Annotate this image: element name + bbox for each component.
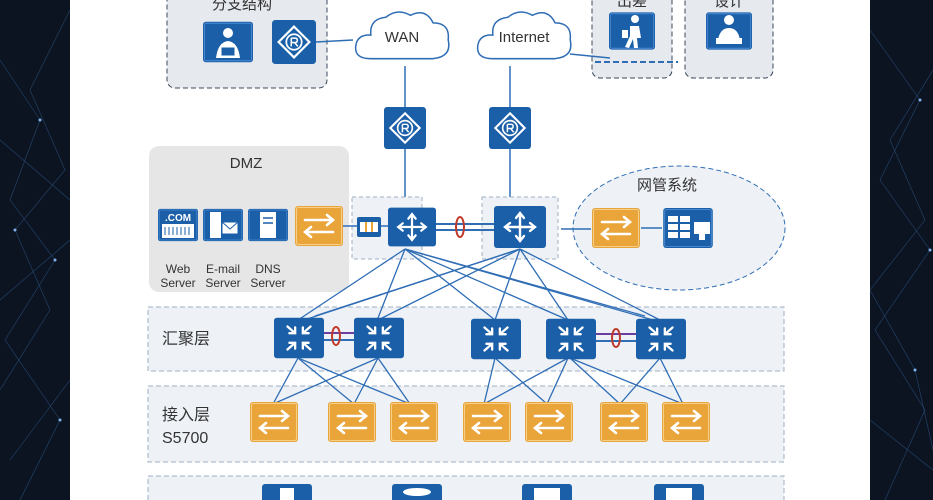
access-layer-label-1: 接入层 (162, 405, 210, 424)
storage-icon (392, 484, 442, 500)
core-switch-right-icon (494, 206, 546, 248)
wan-links (315, 39, 678, 205)
access-switch-7-icon (662, 402, 710, 442)
wan-label: WAN (385, 29, 419, 46)
network-topology-diagram: 分支结构 出差 设计 WAN Internet DMZ (147, 0, 786, 500)
email-server-name-2: Server (205, 276, 240, 290)
nms-label: 网管系统 (637, 176, 697, 194)
engineer-user-icon (203, 21, 253, 63)
background-network-art-right (870, 0, 933, 500)
access-switch-2-icon (328, 402, 376, 442)
datacenter-icon (654, 484, 704, 500)
dmz-title: DMZ (230, 155, 263, 172)
aggregation-stack-link-left (322, 326, 355, 346)
aggregation-switch-5-icon (636, 318, 686, 360)
aggregation-switch-1-icon (274, 317, 324, 359)
aggregation-access-links (272, 357, 684, 405)
email-server-name-1: E-mail (206, 262, 240, 276)
aggregation-switch-3-icon (471, 318, 521, 360)
core-side-links (343, 225, 662, 230)
web-server-name-2: Server (160, 276, 195, 290)
core-stack-link (435, 216, 494, 238)
wan-router-icon (383, 107, 427, 149)
internet-router-icon (488, 107, 532, 149)
branch-router-icon (272, 20, 316, 64)
background-network-art-left (0, 0, 70, 500)
access-switch-4-icon (463, 402, 511, 442)
core-switch-left-icon (388, 206, 436, 248)
aggregation-switch-2-icon (354, 317, 404, 359)
dns-server-name-2: Server (250, 276, 285, 290)
aggregation-layer-label: 汇聚层 (162, 329, 210, 348)
core-aggregation-links (297, 248, 661, 323)
firewall-icon (357, 217, 381, 237)
access-layer-label-2: S5700 (162, 430, 208, 447)
dns-server-name-1: DNS (255, 262, 280, 276)
aggregation-stack-link-right (596, 328, 636, 348)
access-switch-3-icon (390, 402, 438, 442)
office-label: 设计 (714, 0, 744, 10)
aggregation-switch-4-icon (546, 318, 596, 360)
dns-server-icon (248, 208, 288, 242)
email-server-icon (203, 208, 243, 242)
travel-label: 出差 (617, 0, 647, 10)
internet-label: Internet (499, 29, 551, 46)
access-switch-1-icon (250, 402, 298, 442)
web-server-icon-text: .COM (165, 213, 191, 224)
aggregation-layer-zone (147, 306, 785, 372)
access-switch-6-icon (600, 402, 648, 442)
building-icon (262, 484, 312, 500)
nms-switch-icon (591, 208, 641, 248)
web-server-name-1: Web (166, 262, 191, 276)
nms-server-icon (662, 208, 714, 248)
traveler-user-icon (609, 11, 655, 51)
web-server-icon: .COM (158, 208, 198, 242)
branch-label: 分支结构 (212, 0, 272, 13)
access-switch-5-icon (525, 402, 573, 442)
dmz-switch-icon (295, 206, 343, 246)
network-diagram-panel: 分支结构 出差 设计 WAN Internet DMZ (70, 0, 870, 500)
office-user-icon (706, 11, 752, 51)
office-building-icon (522, 484, 572, 500)
